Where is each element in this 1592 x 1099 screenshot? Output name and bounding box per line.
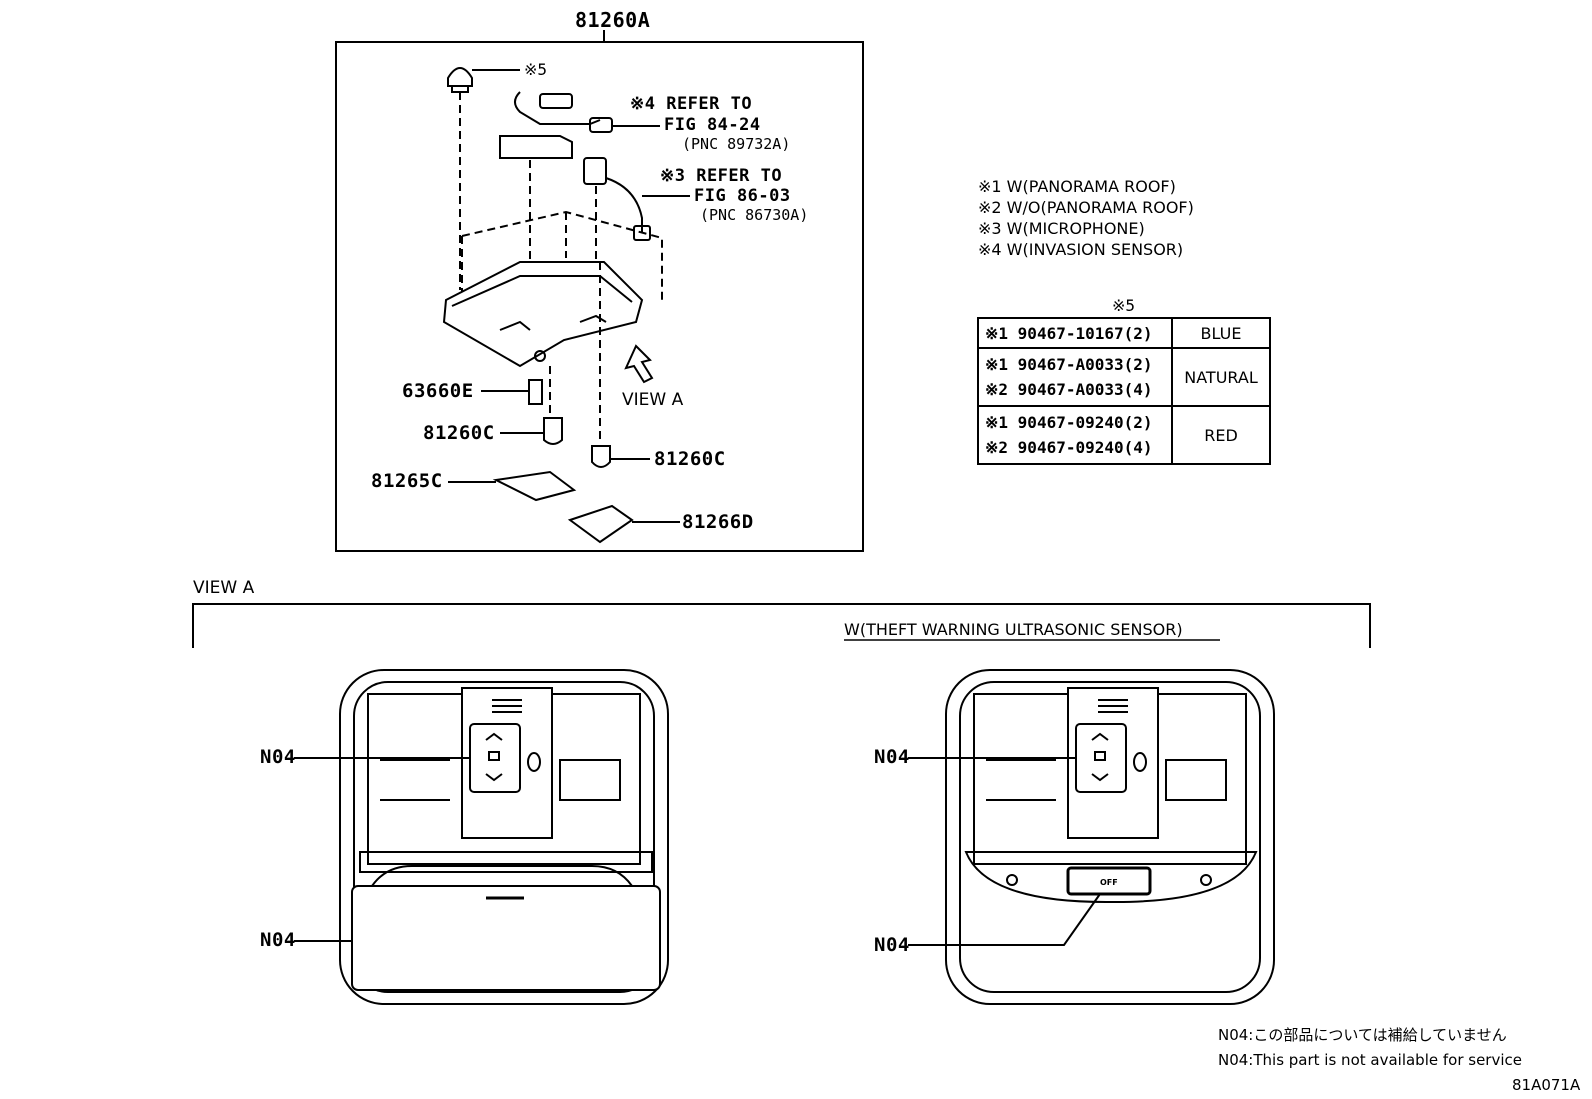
bulb-right-icon (591, 262, 650, 468)
dashed-outline (461, 210, 663, 300)
table-row: ※1 90467-09240(2) ※2 90467-09240(4) RED (977, 405, 1271, 465)
clip-icon (447, 67, 520, 290)
note-3: ※3 W(MICROPHONE) (978, 219, 1145, 238)
table-part: ※1 90467-09240(2) (985, 413, 1153, 432)
table-part: ※2 90467-09240(4) (985, 438, 1153, 457)
table-color: NATURAL (1171, 347, 1271, 407)
note-2: ※2 W/O(PANORAMA ROOF) (978, 198, 1194, 217)
top-label: 81260A (575, 8, 651, 32)
table-part: ※1 90467-10167(2) (985, 323, 1153, 343)
off-button-label: OFF (1100, 878, 1118, 887)
footer-note-jp: N04:この部品については補給していません (1218, 1026, 1507, 1044)
ref3-line3: (PNC 86730A) (700, 206, 809, 224)
right-console-icon (908, 669, 1275, 1005)
note-1: ※1 W(PANORAMA ROOF) (978, 177, 1176, 196)
lens-81266d-icon (567, 504, 680, 544)
lens-81265c-icon (448, 470, 577, 502)
note-4: ※4 W(INVASION SENSOR) (978, 240, 1184, 259)
clip-color-table: ※1 90467-10167(2) BLUE ※1 90467-A0033(2)… (977, 317, 1271, 465)
left-n04-bottom: N04 (260, 929, 296, 951)
ref4-line3: (PNC 89732A) (682, 135, 791, 153)
part-81266d-label: 81266D (682, 511, 754, 533)
assembly-frame (335, 41, 864, 552)
ref3-line1: ※3 REFER TO (660, 166, 783, 186)
clip-callout: ※5 (524, 60, 548, 79)
view-a-title: VIEW A (193, 578, 255, 598)
view-a-arrow-icon (624, 344, 654, 384)
invasion-sensor-icon (499, 91, 660, 300)
ref3-line2: FIG 86-03 (694, 186, 791, 206)
footer-note-en: N04:This part is not available for servi… (1218, 1051, 1522, 1069)
console-housing-icon (442, 261, 644, 368)
view-a-arrow-label: VIEW A (622, 390, 684, 410)
table-row: ※1 90467-A0033(2) ※2 90467-A0033(4) NATU… (977, 347, 1271, 407)
table-color: BLUE (1171, 317, 1271, 349)
left-n04-top: N04 (260, 746, 296, 768)
table-color: RED (1171, 405, 1271, 465)
notes-list: ※1 W(PANORAMA ROOF) ※2 W/O(PANORAMA ROOF… (978, 176, 1194, 260)
table-part: ※1 90467-A0033(2) (985, 355, 1153, 374)
microphone-icon (583, 157, 690, 262)
table-part: ※2 90467-A0033(4) (985, 380, 1153, 399)
left-console-icon (294, 669, 669, 1005)
table-heading: ※5 (1112, 296, 1136, 315)
part-63660e-label: 63660E (402, 380, 474, 402)
figure-code: 81A071A (1512, 1076, 1581, 1094)
ref4-line2: FIG 84-24 (664, 115, 761, 135)
part-63660e-icon (481, 366, 551, 416)
right-n04-top: N04 (874, 746, 910, 768)
table-row: ※1 90467-10167(2) BLUE (977, 317, 1271, 349)
part-81260c-right-label: 81260C (654, 448, 726, 470)
part-81265c-label: 81265C (371, 470, 443, 492)
ref4-line1: ※4 REFER TO (630, 94, 753, 114)
part-81260c-left-label: 81260C (423, 422, 495, 444)
theft-warning-title: W(THEFT WARNING ULTRASONIC SENSOR) (844, 620, 1183, 639)
bulb-left-icon (500, 417, 563, 445)
view-a-bracket (192, 603, 1371, 648)
right-n04-bottom: N04 (874, 934, 910, 956)
